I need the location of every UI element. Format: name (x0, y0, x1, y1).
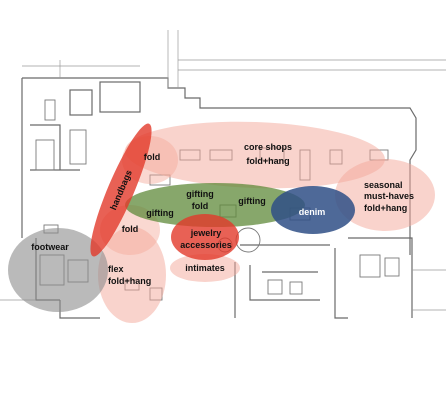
zone-denim (271, 186, 355, 234)
zone-intimates (170, 254, 240, 282)
zone-handbags (90, 123, 152, 257)
label-gifting-fold-1: gifting (186, 189, 214, 199)
label-footwear: footwear (31, 242, 69, 252)
label-jewelry-2: accessories (180, 240, 232, 250)
label-gifting-left: gifting (146, 208, 174, 218)
exterior-lines (0, 30, 446, 311)
label-denim: denim (299, 207, 326, 217)
label-flex-1: flex (108, 264, 124, 274)
label-gifting-right: gifting (238, 196, 266, 206)
zone-seasonal (335, 159, 435, 231)
label-fold-mid: fold (122, 224, 139, 234)
label-flex-2: fold+hang (108, 276, 151, 286)
label-seasonal-3: fold+hang (364, 203, 407, 213)
label-core-shops-2: fold+hang (246, 156, 289, 166)
label-jewelry-1: jewelry (190, 228, 222, 238)
label-intimates: intimates (185, 263, 225, 273)
zone-gifting (125, 183, 305, 227)
zone-core-shops (125, 121, 385, 189)
zones (8, 121, 435, 323)
label-core-shops-1: core shops (244, 142, 292, 152)
label-seasonal-2: must-haves (364, 191, 414, 201)
label-seasonal-1: seasonal (364, 180, 403, 190)
label-gifting-fold-2: fold (192, 201, 209, 211)
zone-footwear (8, 228, 108, 312)
label-fold-left: fold (144, 152, 161, 162)
zone-flex (98, 227, 166, 323)
zone-jewelry (171, 214, 239, 260)
